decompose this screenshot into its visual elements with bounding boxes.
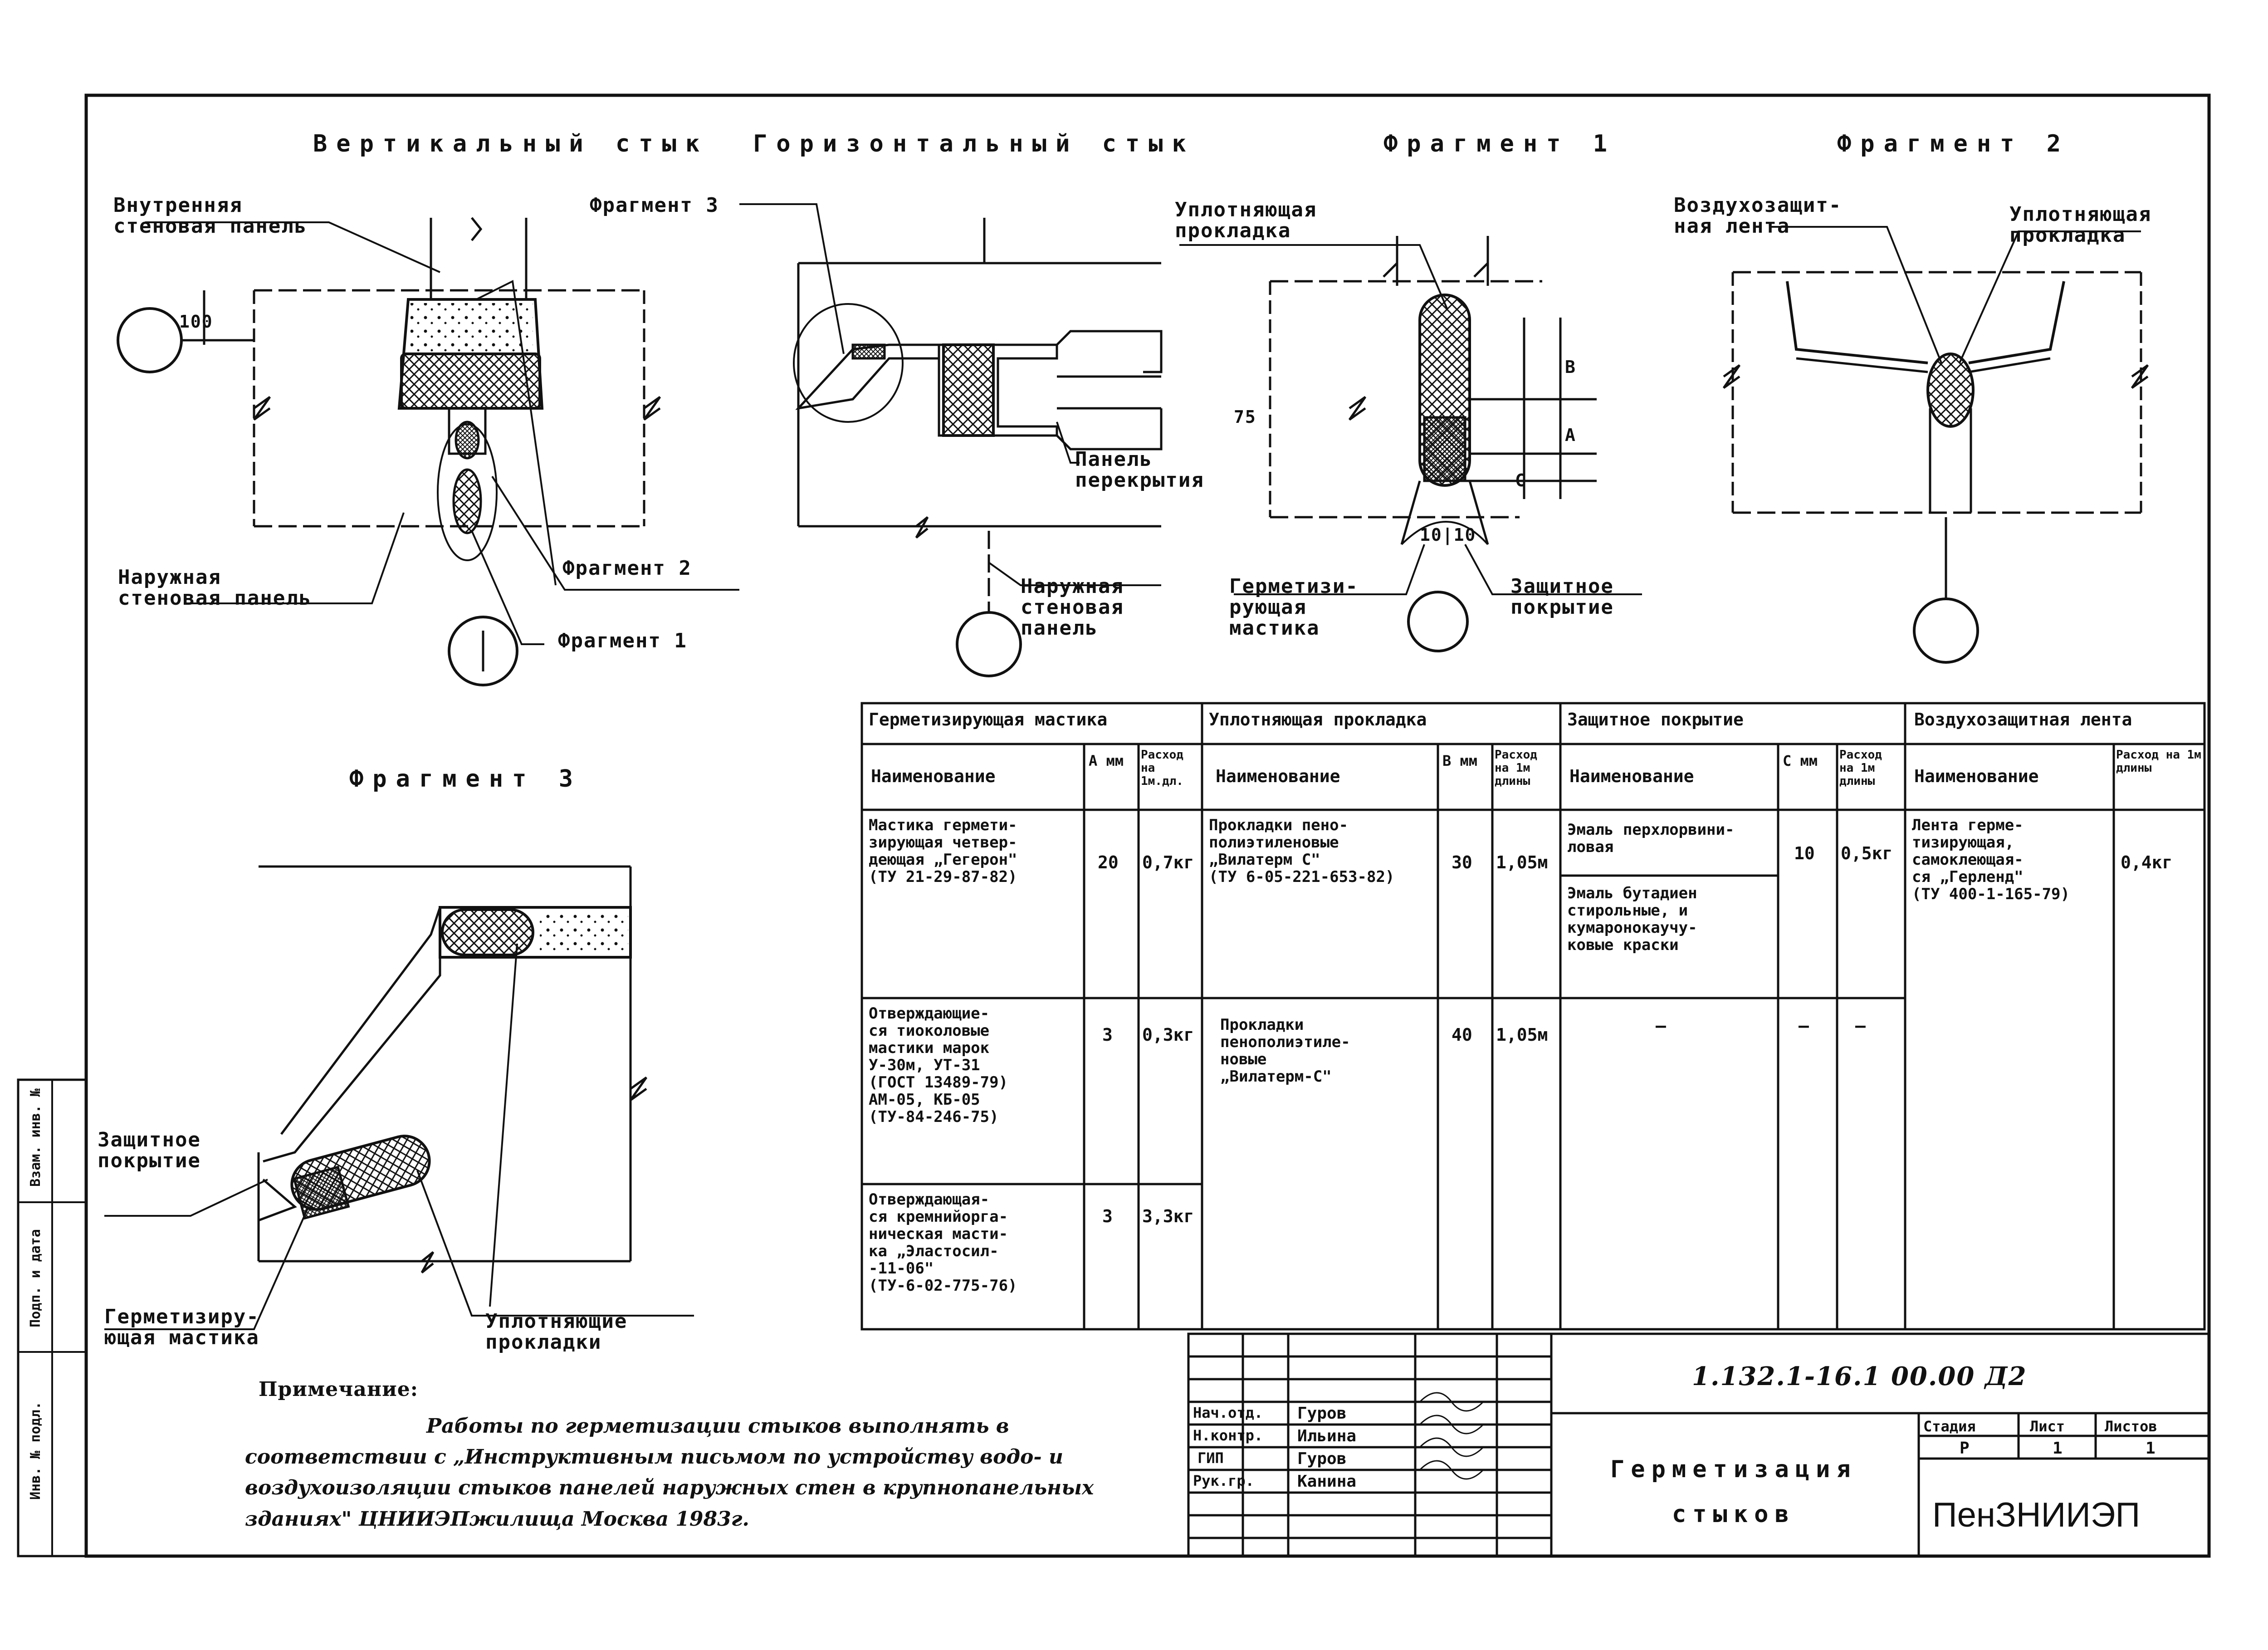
fragment-3-drawing xyxy=(104,865,694,1330)
doc-title: Герметизация стыков xyxy=(1610,1456,1857,1528)
table-head-rate-1: Расход на 1м.дл. xyxy=(1141,748,1183,788)
title-fragment-2: Фрагмент 2 xyxy=(1837,130,2070,157)
stamp-name-4: Канина xyxy=(1297,1472,1357,1491)
label-f3-mastic: Герметизиру- ющая мастика xyxy=(104,1305,259,1350)
sheet-frame xyxy=(84,93,2211,1558)
vertical-joint-drawing xyxy=(117,217,739,686)
table-cell-mastic-rate-2: 0,3кг xyxy=(1142,1025,1194,1045)
table-cell-b-2: 40 xyxy=(1452,1025,1472,1045)
dim-b: B xyxy=(1565,357,1576,377)
table-cell-gasket-rate-2: 1,05м xyxy=(1496,1025,1548,1045)
title-block-grid xyxy=(1187,1332,2210,1557)
dim-100: 100 xyxy=(179,312,213,332)
dim-75: 75 xyxy=(1234,407,1256,427)
title-vertical-joint: Вертикальный стык xyxy=(313,130,709,157)
table-head-rate-4: Расход на 1м длины xyxy=(2116,748,2201,775)
label-inner-panel: Внутренняя стеновая панель xyxy=(113,194,308,238)
table-group-coating: Защитное покрытие xyxy=(1567,710,1744,730)
table-cell-tape-rate-1: 0,4кг xyxy=(2121,852,2173,872)
table-head-name-3: Наименование xyxy=(1569,766,1694,786)
materials-table-grid xyxy=(860,702,2206,1331)
stamp-role-1: Нач.отд. xyxy=(1193,1404,1263,1421)
table-cell-coating-2: — xyxy=(1656,1016,1666,1036)
stamp-name-1: Гуров xyxy=(1297,1404,1347,1423)
stamp-val-sheet: 1 xyxy=(2053,1439,2063,1458)
label-outer-panel-h: Наружная стеновая панель xyxy=(1021,575,1124,640)
table-cell-mastic-2: Отверждающие- ся тиоколовые мастики маро… xyxy=(869,1004,1008,1126)
table-head-rate-2: Расход на 1м длины xyxy=(1495,748,1537,788)
fragment-1-drawing xyxy=(1179,236,1642,652)
title-fragment-3: Фрагмент 3 xyxy=(349,765,582,793)
side-stamp-1: Взам. инв. № xyxy=(27,1088,44,1187)
horizontal-joint-drawing xyxy=(739,203,1163,677)
table-head-b: В мм xyxy=(1442,752,1478,769)
table-cell-c-2: — xyxy=(1799,1016,1809,1036)
title-fragment-1: Фрагмент 1 xyxy=(1383,130,1617,157)
side-stamp-2: Подп. и дата xyxy=(27,1229,44,1327)
table-cell-b-1: 30 xyxy=(1452,852,1472,872)
fragment-2-drawing xyxy=(1722,226,2149,664)
table-cell-c-1: 10 xyxy=(1794,843,1815,863)
table-cell-gasket-rate-1: 1,05м xyxy=(1496,852,1548,872)
label-sealing-mastic: Герметизи- рующая мастика xyxy=(1229,575,1359,640)
label-outer-panel: Наружная стеновая панель xyxy=(118,566,312,610)
label-fragment-3-ref: Фрагмент 3 xyxy=(590,194,719,217)
stamp-name-2: Ильина xyxy=(1297,1427,1357,1445)
table-cell-a-2: 3 xyxy=(1102,1025,1113,1045)
label-seal-gasket-2: Уплотняющая прокладка xyxy=(2009,203,2152,247)
side-stamp-3: Инв. № подл. xyxy=(27,1401,44,1500)
stamp-head-sheet: Лист xyxy=(2030,1418,2065,1435)
note-title: Примечание: xyxy=(259,1378,418,1401)
stamp-head-stage: Стадия xyxy=(1923,1418,1976,1435)
label-seal-gasket: Уплотняющая прокладка xyxy=(1175,198,1317,243)
table-head-name-4: Наименование xyxy=(1914,766,2039,786)
table-cell-a-3: 3 xyxy=(1102,1206,1113,1226)
doc-code: 1.132.1-16.1 00.00 Д2 xyxy=(1692,1361,2027,1391)
table-cell-mastic-1: Мастика гермети- зирующая четвер- деющая… xyxy=(869,816,1017,886)
note-text: Работы по герметизации стыков выполнять … xyxy=(245,1415,1094,1531)
table-group-mastic: Герметизирующая мастика xyxy=(869,710,1108,730)
table-cell-gasket-1: Прокладки пено- полиэтиленовые „Вилатерм… xyxy=(1209,816,1395,886)
label-fragment-2-ref: Фрагмент 2 xyxy=(562,557,692,580)
table-cell-coating-1b: Эмаль бутадиен стирольные, и кумаронокау… xyxy=(1567,884,1697,955)
table-cell-gasket-2: Прокладки пенополиэтиле- новые „Вилатерм… xyxy=(1220,1016,1350,1086)
label-f3-protective: Защитное покрытие xyxy=(98,1128,201,1173)
dim-c: C xyxy=(1515,470,1526,490)
table-head-c: С мм xyxy=(1783,752,1818,769)
label-floor-panel: Панель перекрытия xyxy=(1075,448,1204,492)
stamp-role-4: Рук.гр. xyxy=(1193,1472,1254,1489)
table-cell-mastic-3: Отверждающая- ся кремнийорга- ническая м… xyxy=(869,1190,1017,1295)
label-f3-gaskets: Уплотняющие прокладки xyxy=(485,1310,628,1354)
label-protective-coating: Защитное покрытие xyxy=(1510,575,1614,619)
title-horizontal-joint: Горизонтальный стык xyxy=(753,130,1195,157)
table-cell-coating-1: Эмаль перхлорвини- ловая xyxy=(1567,821,1735,857)
table-head-name-1: Наименование xyxy=(871,766,996,786)
dim-10-10: 10|10 xyxy=(1420,525,1476,545)
dim-a: A xyxy=(1565,425,1576,445)
table-head-a: А мм xyxy=(1089,752,1124,769)
table-head-name-2: Наименование xyxy=(1216,766,1340,786)
stamp-name-3: Гуров xyxy=(1297,1449,1347,1468)
table-group-tape: Воздухозащитная лента xyxy=(1914,710,2132,730)
table-cell-a-1: 20 xyxy=(1098,852,1119,872)
table-cell-coating-rate-1: 0,5кг xyxy=(1841,843,1893,863)
table-cell-tape-1: Лента герме- тизирующая, самоклеющая- ся… xyxy=(1912,816,2070,904)
stamp-role-3: ГИП xyxy=(1198,1449,1224,1467)
stamp-head-sheets: Листов xyxy=(2105,1418,2157,1435)
label-fragment-1-ref: Фрагмент 1 xyxy=(558,629,687,652)
table-cell-coating-rate-2: — xyxy=(1855,1016,1866,1036)
table-cell-mastic-rate-1: 0,7кг xyxy=(1142,852,1194,872)
stamp-val-stage: Р xyxy=(1960,1439,1970,1458)
table-cell-mastic-rate-3: 3,3кг xyxy=(1142,1206,1194,1226)
table-head-rate-3: Расход на 1м длины xyxy=(1839,748,1882,788)
org-name: ПенЗНИИЭП xyxy=(1932,1496,2141,1534)
table-group-gasket: Уплотняющая прокладка xyxy=(1209,710,1427,730)
label-air-tape: Воздухозащит- ная лента xyxy=(1674,194,1842,238)
stamp-val-sheets: 1 xyxy=(2146,1439,2156,1458)
stamp-role-2: Н.контр. xyxy=(1193,1427,1263,1444)
